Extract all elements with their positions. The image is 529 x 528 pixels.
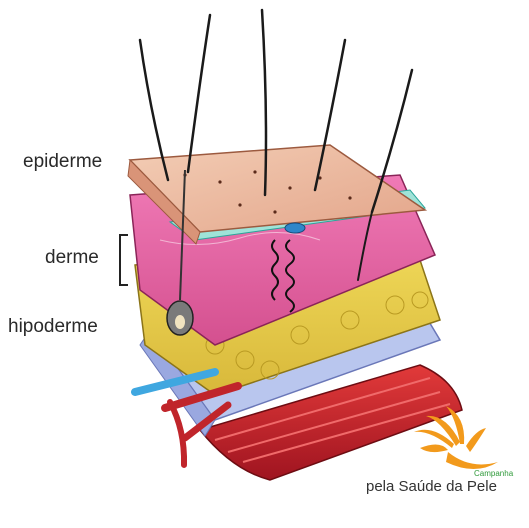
logo-title-line: pela Saúde da Pele (366, 478, 497, 495)
label-hypodermis: hipoderme (8, 316, 98, 338)
dermis-bracket (120, 235, 128, 285)
label-dermis: derme (45, 247, 99, 269)
logo-campaign-line: Campanha (474, 469, 513, 478)
label-epidermis: epiderme (23, 151, 102, 173)
